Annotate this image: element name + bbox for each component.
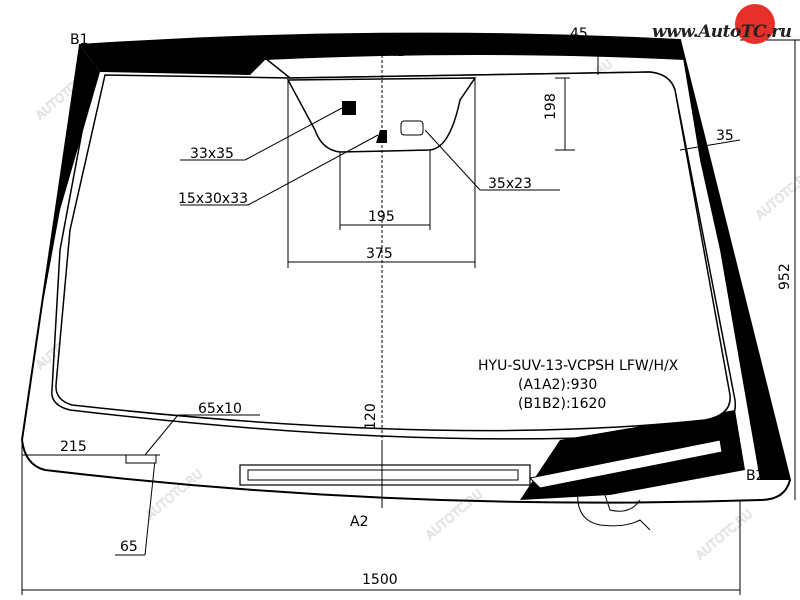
sensor-square <box>342 101 356 115</box>
svg-text:AUTOTC.RU: AUTOTC.RU <box>423 487 485 543</box>
heater-wire <box>577 489 651 531</box>
heater-wire-2 <box>599 479 641 512</box>
callout-35x23: 35x23 <box>488 176 532 192</box>
glass-outline <box>20 32 792 504</box>
dim-total-height: 952 <box>777 263 793 290</box>
point-a1: A1 <box>386 44 404 60</box>
logo-circle <box>735 4 775 44</box>
dim-top-band: 45 <box>570 26 588 42</box>
black-frit-left <box>22 45 100 440</box>
svg-text:AUTOTC.RU: AUTOTC.RU <box>143 467 205 523</box>
wiper-heater-inner <box>247 469 519 481</box>
part-b1b2: (B1B2):1620 <box>518 396 606 412</box>
callout-65x10: 65x10 <box>198 401 242 417</box>
inner-viewing-area <box>55 71 731 432</box>
dim-right-band: 35 <box>716 128 734 144</box>
autotc-logo: www.AutoTC.ru <box>640 4 800 45</box>
dim-bottom-center: 120 <box>363 403 379 430</box>
part-code: HYU-SUV-13-VCPSH LFW/H/X <box>478 358 679 374</box>
part-a1a2: (A1A2):930 <box>518 377 597 393</box>
dim-inner-width: 195 <box>368 209 395 225</box>
svg-text:AUTOTC.RU: AUTOTC.RU <box>753 167 800 223</box>
point-a2: A2 <box>350 514 368 530</box>
point-b2: B2 <box>746 468 765 484</box>
callout-33x35: 33x35 <box>190 146 234 162</box>
black-frit-top <box>80 33 685 75</box>
dim-total-width: 1500 <box>362 572 398 588</box>
wiper-heater <box>239 464 531 486</box>
logo-text: www.AutoTC.ru <box>652 22 792 42</box>
point-b1: B1 <box>70 32 89 48</box>
dim-outer-width: 375 <box>366 246 393 262</box>
dim-left-offset: 215 <box>60 439 87 455</box>
rain-sensor <box>400 120 424 136</box>
heater-coil <box>528 439 723 489</box>
callout-15x30x33: 15x30x33 <box>178 191 248 207</box>
dimension-lines <box>21 39 800 595</box>
dim-bottom-left: 65 <box>120 539 138 555</box>
vin-window <box>125 454 157 464</box>
dim-sensor-height: 198 <box>543 93 559 120</box>
svg-text:AUTOTC.RU: AUTOTC.RU <box>693 507 755 563</box>
